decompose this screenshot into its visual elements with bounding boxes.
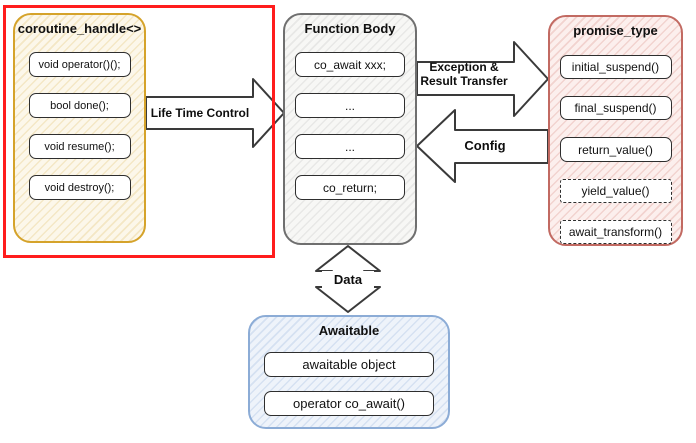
awaitable-title: Awaitable [318, 323, 380, 338]
promise-type-title: promise_type [573, 23, 658, 38]
statement-co-await: co_await xxx; [295, 52, 405, 77]
coroutine-handle-title: coroutine_handle<> [17, 21, 142, 36]
member-operator-co-await: operator co_await() [264, 391, 434, 416]
coroutine-handle-box: coroutine_handle<> void operator()(); bo… [13, 13, 146, 243]
method-destroy: void destroy(); [28, 175, 131, 200]
method-resume: void resume(); [28, 134, 131, 159]
exception-result-transfer-arrow [416, 41, 549, 117]
function-body-title: Function Body [304, 21, 396, 36]
statement-co-return: co_return; [295, 175, 405, 200]
method-final-suspend: final_suspend() [559, 96, 672, 121]
config-label: Config [464, 138, 506, 153]
life-time-control-label: Life Time Control [150, 106, 250, 120]
member-awaitable-object: awaitable object [264, 352, 434, 377]
awaitable-box: Awaitable awaitable object operator co_a… [248, 315, 450, 429]
statement-ellipsis-2: ... [295, 134, 405, 159]
method-await-transform: await_transform() [559, 219, 672, 245]
method-done: bool done(); [28, 93, 131, 118]
data-label: Data [322, 271, 374, 288]
life-time-control-arrow [145, 78, 285, 148]
method-return-value: return_value() [559, 137, 672, 162]
promise-type-box: promise_type initial_suspend() final_sus… [548, 15, 683, 246]
exception-result-transfer-label-line1: Exception & [429, 60, 499, 74]
method-initial-suspend: initial_suspend() [559, 55, 672, 80]
statement-ellipsis-1: ... [295, 93, 405, 118]
config-arrow [416, 109, 549, 183]
method-operator-call: void operator()(); [28, 52, 131, 77]
exception-result-transfer-label: Exception & Result Transfer [417, 60, 511, 89]
function-body-box: Function Body co_await xxx; ... ... co_r… [283, 13, 417, 245]
method-yield-value: yield_value() [559, 178, 672, 203]
exception-result-transfer-label-line2: Result Transfer [420, 74, 508, 89]
